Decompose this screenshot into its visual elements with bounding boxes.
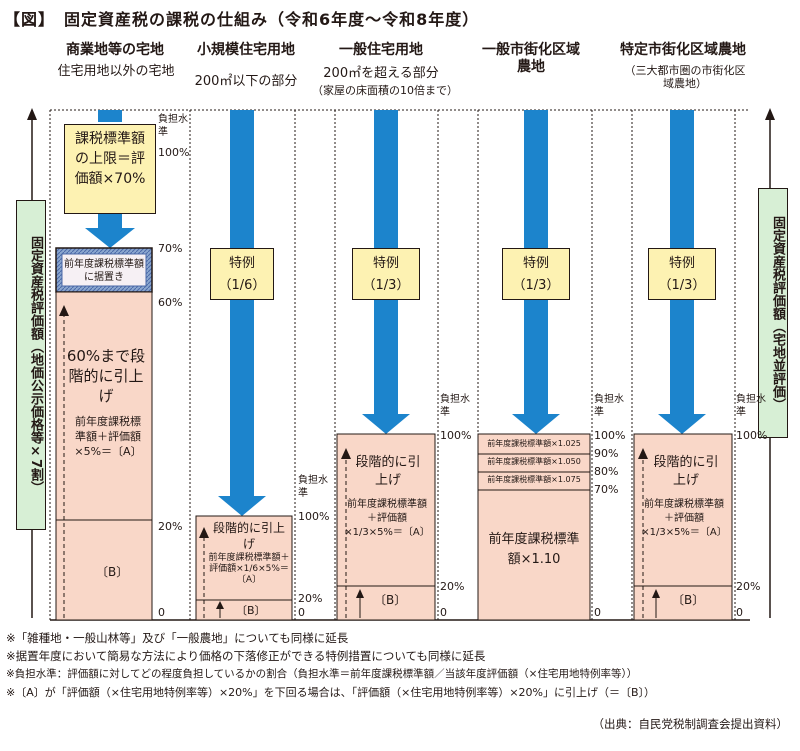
col1-pct-60: 60% <box>158 296 183 309</box>
page-title: 【図】 固定資産税の課税の仕組み（令和6年度～令和8年度） <box>4 10 480 29</box>
column-header-general-residential: 一般住宅用地 <box>339 42 423 58</box>
col5-arrowhead <box>658 414 706 434</box>
col3-arrowhead <box>362 414 410 434</box>
col2-burden-label: 負担水準 <box>298 475 328 499</box>
col3-formula: 前年度課税標準額＋評価額×1/3×5%＝〔A〕 <box>344 499 430 538</box>
note-2: ※据置年度において簡易な方法により価格の下落修正ができる特例措置についても同様に… <box>6 649 486 663</box>
col3-pct-20: 20% <box>440 580 465 593</box>
col3-b-label: 〔B〕 <box>374 593 407 607</box>
col4-burden-label: 負担水準 <box>594 394 624 418</box>
col4-pct-90: 90% <box>594 447 619 460</box>
col4-pct-0: 0 <box>594 606 601 619</box>
right-axis-arrowhead <box>765 108 775 120</box>
col2-pct-0: 0 <box>298 606 305 619</box>
col2-pct-100: 100% <box>298 510 330 523</box>
col4-pct-100: 100% <box>594 429 626 442</box>
right-axis-label: 固定資産税評価額（宅地並評価） <box>758 188 788 438</box>
col5-b-label: 〔B〕 <box>672 593 705 607</box>
col5-burden-label: 負担水準 <box>736 394 766 418</box>
col3-pct-100: 100% <box>440 429 472 442</box>
col1-arrowhead <box>85 228 135 248</box>
col1-pct-0: 0 <box>158 606 165 619</box>
col2-pink-bar <box>195 515 293 621</box>
col2-special-box: 特例（1/6） <box>210 248 274 300</box>
col1-main-label: 60%まで段階的に引上げ <box>66 347 146 405</box>
column-sub-specified-farmland: （三大都市圏の市街化区域農地） <box>624 64 746 90</box>
col4-row-1050: 前年度課税標準額×1.050 <box>487 457 581 466</box>
col4-row-1025: 前年度課税標準額×1.025 <box>487 439 581 448</box>
col2-arrowhead <box>218 496 266 516</box>
col4-special-box: 特例（1/3） <box>502 248 570 300</box>
left-axis-label: 固定資産税評価額（地価公示価格等×7割） <box>16 200 46 530</box>
col2-main-label: 段階的に引上げ <box>212 521 285 551</box>
col3-pink-bar <box>336 433 436 621</box>
col4-pink-bar <box>477 433 591 621</box>
col5-special-box: 特例（1/3） <box>648 248 716 300</box>
col5-pct-20: 20% <box>736 580 761 593</box>
note-1: ※「雑種地・一般山林等」及び「一般農地」についても同様に延長 <box>6 631 349 645</box>
note-3: ※負担水準：評価額に対してどの程度負担しているかの割合（負担水準＝前年度課税標準… <box>6 668 638 680</box>
col4-arrowhead <box>512 414 560 434</box>
column-header-specified-farmland: 特定市街化区域農地 <box>620 42 746 58</box>
column-sub-general-residential: 200㎡を超える部分 <box>323 66 439 81</box>
col1-b-label: 〔B〕 <box>96 565 129 579</box>
col3-main-label: 段階的に引上げ <box>355 455 421 488</box>
col5-main-label: 段階的に引上げ <box>653 455 719 488</box>
col2-b-label: 〔B〕 <box>236 604 266 617</box>
col3-special-box: 特例（1/3） <box>352 248 420 300</box>
col2-formula: 前年度課税標準額＋評価額×1/6×5%＝〔A〕 <box>208 553 290 585</box>
col1-hold-label: 前年度課税標準額に据置き <box>64 259 144 283</box>
col5-formula: 前年度課税標準額＋評価額×1/3×5%＝〔A〕 <box>641 499 727 538</box>
column-sub2-general-residential: （家屋の床面積の10倍まで） <box>312 84 458 97</box>
col1-upper-limit-box: 課税標準額の上限＝評価額×70% <box>64 124 156 214</box>
note-4: ※〔A〕が「評価額（×住宅用地特例率等）×20%」を下回る場合は、「評価額（×住… <box>6 686 656 699</box>
col4-pct-80: 80% <box>594 465 619 478</box>
col4-pct-70: 70% <box>594 483 619 496</box>
col4-row-1075: 前年度課税標準額×1.075 <box>487 475 581 484</box>
col2-pct-20: 20% <box>298 592 323 605</box>
col1-formula: 前年度課税標準額＋評価額×5%＝〔A〕 <box>74 415 142 458</box>
column-header-commercial: 商業地等の宅地 <box>66 42 164 58</box>
left-axis-arrowhead <box>27 108 37 120</box>
col1-pct-20: 20% <box>158 520 183 533</box>
column-header-urban-farmland: 一般市街化区域農地 <box>482 42 580 75</box>
col1-burden-label: 負担水準 <box>158 114 188 138</box>
col3-burden-label: 負担水準 <box>440 394 470 418</box>
col1-pct-70: 70% <box>158 242 183 255</box>
col5-pink-bar <box>633 433 733 621</box>
column-sub-commercial: 住宅用地以外の宅地 <box>57 64 175 79</box>
source-credit: （出典：自民党税制調査会提出資料） <box>592 717 789 731</box>
column-sub-small-residential: 200㎡以下の部分 <box>194 74 298 89</box>
col5-pct-0: 0 <box>736 606 743 619</box>
col5-pct-100: 100% <box>736 429 768 442</box>
col1-pct-100: 100% <box>158 146 190 159</box>
col3-pct-0: 0 <box>440 606 447 619</box>
col1-pink-bar <box>55 291 153 621</box>
col4-main-label: 前年度課税標準額×1.10 <box>488 532 580 567</box>
column-header-small-residential: 小規模住宅用地 <box>197 42 295 58</box>
